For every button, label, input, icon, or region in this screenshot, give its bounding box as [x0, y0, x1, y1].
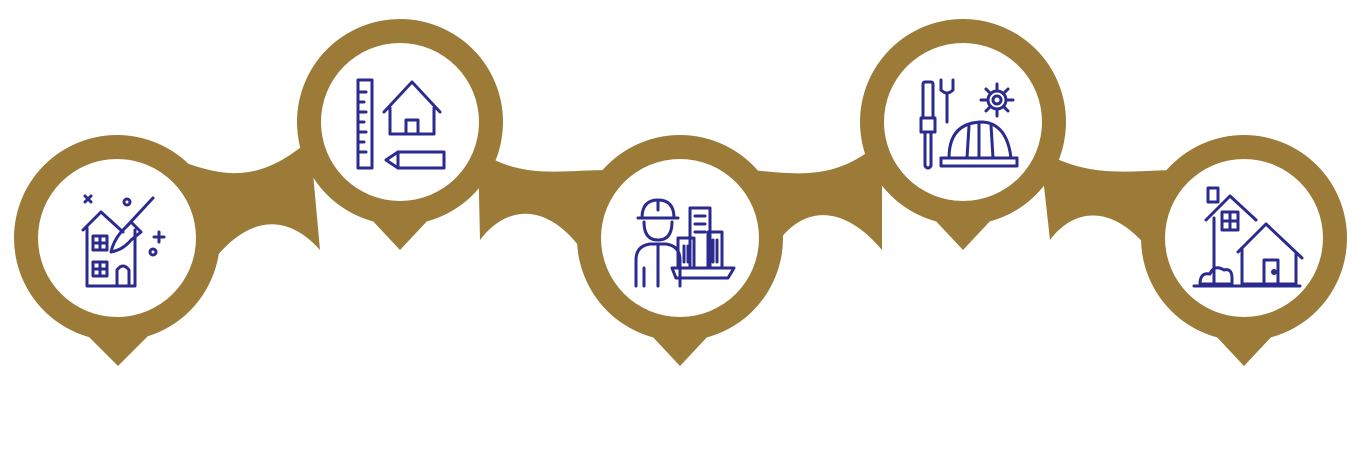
tools-hardhat-icon — [919, 78, 1019, 170]
house-cleaning-icon — [81, 194, 166, 288]
connector-3-4 — [752, 140, 882, 275]
step-circle-5 — [1165, 159, 1323, 317]
step-circle-4 — [884, 43, 1042, 201]
step-circle-2 — [321, 43, 479, 201]
pin-tip-5 — [1214, 334, 1274, 366]
pin-tip-1 — [88, 336, 148, 366]
pin-tip-2 — [370, 218, 430, 250]
connector-2-3 — [478, 150, 610, 280]
connector-4-5 — [1040, 150, 1180, 285]
construction-worker-buildings-icon — [634, 198, 736, 288]
pin-tip-4 — [933, 218, 993, 250]
finished-house-icon — [1192, 186, 1304, 288]
house-design-blueprint-icon — [356, 78, 446, 170]
pin-tip-3 — [650, 334, 710, 366]
